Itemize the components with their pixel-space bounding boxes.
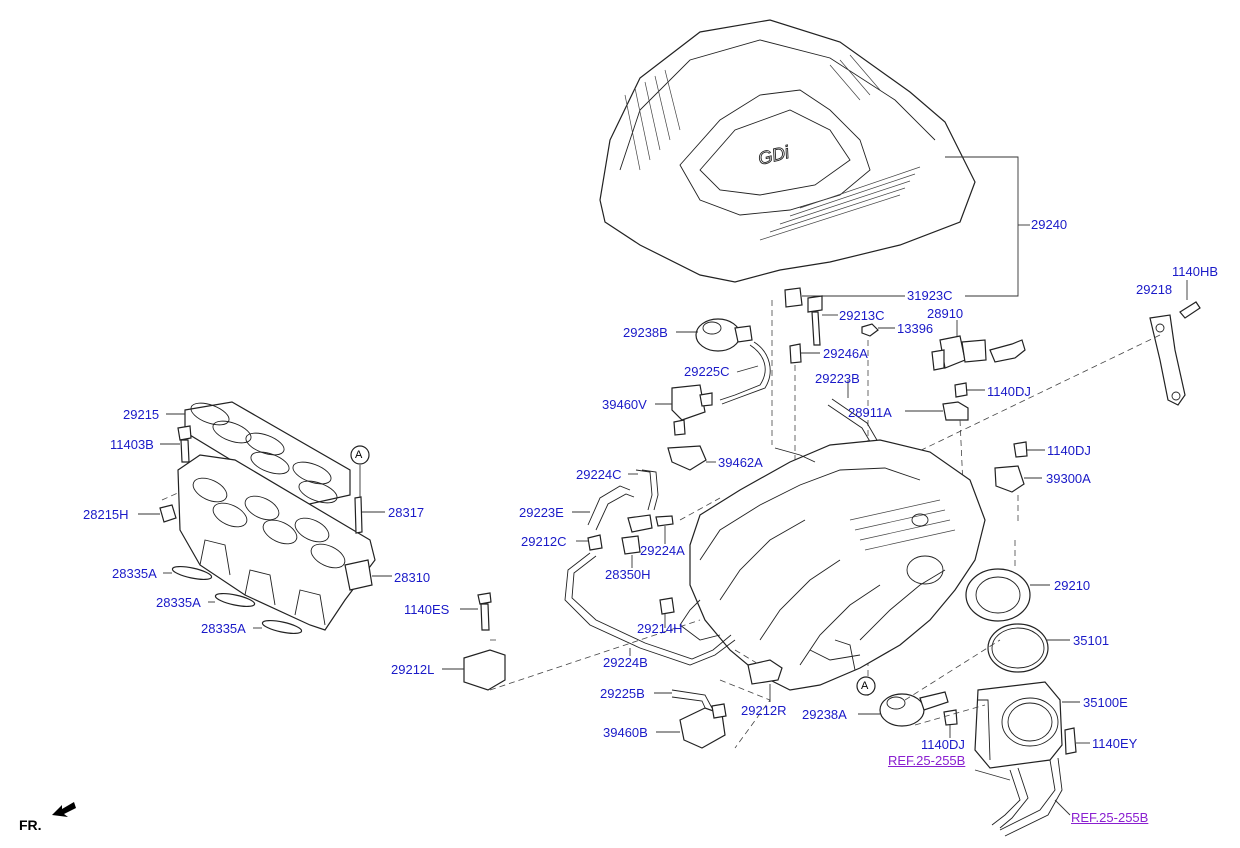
part-label-28310[interactable]: 28310 [394,570,431,585]
part-label-29225c[interactable]: 29225C [684,364,730,379]
solenoid-39460b-part [679,703,727,749]
part-label-11403b[interactable]: 11403B [110,437,154,452]
part-label-29212r[interactable]: 29212R [741,703,787,718]
solenoid-39460v-part [671,384,713,421]
clip-29214h-part [659,597,675,615]
bolt-11403b-part [177,425,192,463]
part-label-29224a[interactable]: 29224A [640,543,685,558]
callout-a-circle-1 [350,445,370,465]
part-label-28910[interactable]: 28910 [927,306,964,321]
bolt-29246a-part [789,343,802,364]
part-label-39462a[interactable]: 39462A [718,455,763,470]
part-label-29213c[interactable]: 29213C [839,308,885,323]
part-label-29238a[interactable]: 29238A [802,707,847,722]
part-label-29210[interactable]: 29210 [1054,578,1091,593]
part-label-28317[interactable]: 28317 [388,505,425,520]
bolt-29213c-part [807,295,823,346]
solenoid-valve-29238b-part [695,318,753,352]
part-label-29238b[interactable]: 29238B [623,325,668,340]
part-label-1140dj-a[interactable]: 1140DJ [987,384,1031,399]
intake-manifold-29210-part [679,439,986,691]
grommet-part [784,287,803,308]
gasket-29215-part [184,401,351,506]
callout-a-label-2: A [861,680,869,692]
part-label-35100e[interactable]: 35100E [1083,695,1128,710]
part-label-28911a[interactable]: 28911A [848,405,892,420]
part-label-39460v[interactable]: 39460V [602,397,647,412]
part-label-29225b[interactable]: 29225B [600,686,645,701]
part-label-29212l[interactable]: 29212L [391,662,435,677]
oring-28335a-c-part [261,619,303,635]
clip-29212c-part [587,534,603,551]
bolt-1140dj-b-part [1013,441,1028,458]
bolt-1140dj-a-part [954,382,968,398]
part-label-29224b[interactable]: 29224B [603,655,648,670]
part-label-29240[interactable]: 29240 [1031,217,1068,232]
ref-link-25-255b-1[interactable]: REF.25-255B [888,753,966,768]
oring-28335a-b-part [214,592,256,608]
bracket-39462a-part [667,445,707,471]
part-label-28335a-b[interactable]: 28335A [156,595,201,610]
part-label-1140dj-b[interactable]: 1140DJ [1047,443,1091,458]
part-label-29223e[interactable]: 29223E [519,505,564,520]
bracket-29218-part [1149,301,1201,406]
bracket-29212r-part [747,659,783,685]
callout-a-label-1: A [355,449,363,461]
bolt-1140ey-part [1064,727,1077,755]
part-label-29218[interactable]: 29218 [1136,282,1173,297]
part-label-35101[interactable]: 35101 [1073,633,1110,648]
part-label-1140dj-c[interactable]: 1140DJ [921,737,965,752]
part-label-29214h[interactable]: 29214H [637,621,683,636]
fitting-28350h-part [621,514,653,555]
front-arrow-icon [52,802,76,817]
part-label-29215[interactable]: 29215 [123,407,160,422]
bracket-28911a-part [942,401,969,421]
part-label-28350h[interactable]: 28350H [605,567,651,582]
part-label-1140hb[interactable]: 1140HB [1172,264,1219,279]
gasket-35101-part [987,623,1049,673]
sensor-28215h-part [159,504,177,523]
part-label-28335a-a[interactable]: 28335A [112,566,157,581]
lower-intake-28310-part [177,454,376,631]
bolt-29224a-part [655,515,674,527]
part-label-1140ey[interactable]: 1140EY [1092,736,1138,751]
sensor-28910-part [931,335,1026,371]
part-label-29212c[interactable]: 29212C [521,534,567,549]
engine-cover-part: GDi [599,19,976,283]
part-label-39460b[interactable]: 39460B [603,725,648,740]
front-direction-label: FR. [19,817,42,833]
part-label-28215h[interactable]: 28215H [83,507,129,522]
stud-28317-part [354,496,363,534]
solenoid-29238a-part [879,691,949,727]
throttle-body-35100e-part [974,681,1063,769]
bolt-small-a-part [673,419,686,436]
bolt-1140dj-c-part [943,709,958,726]
part-label-28335a-c[interactable]: 28335A [201,621,246,636]
part-label-13396[interactable]: 13396 [897,321,934,336]
sensor-39300a-part [994,465,1025,493]
part-label-31923c[interactable]: 31923C [907,288,953,303]
oring-28335a-a-part [171,565,213,581]
nut-13396-part [861,323,879,337]
ref-link-25-255b-2[interactable]: REF.25-255B [1071,810,1149,825]
part-label-29224c[interactable]: 29224C [576,467,622,482]
bracket-29212l-part [463,649,506,691]
part-label-29223b[interactable]: 29223B [815,371,860,386]
callout-a-circle-2 [856,676,876,696]
part-label-39300a[interactable]: 39300A [1046,471,1091,486]
bolt-1140es-part [477,592,492,631]
part-label-29246a[interactable]: 29246A [823,346,868,361]
part-label-1140es[interactable]: 1140ES [404,602,450,617]
flange-ring-part [965,568,1031,622]
